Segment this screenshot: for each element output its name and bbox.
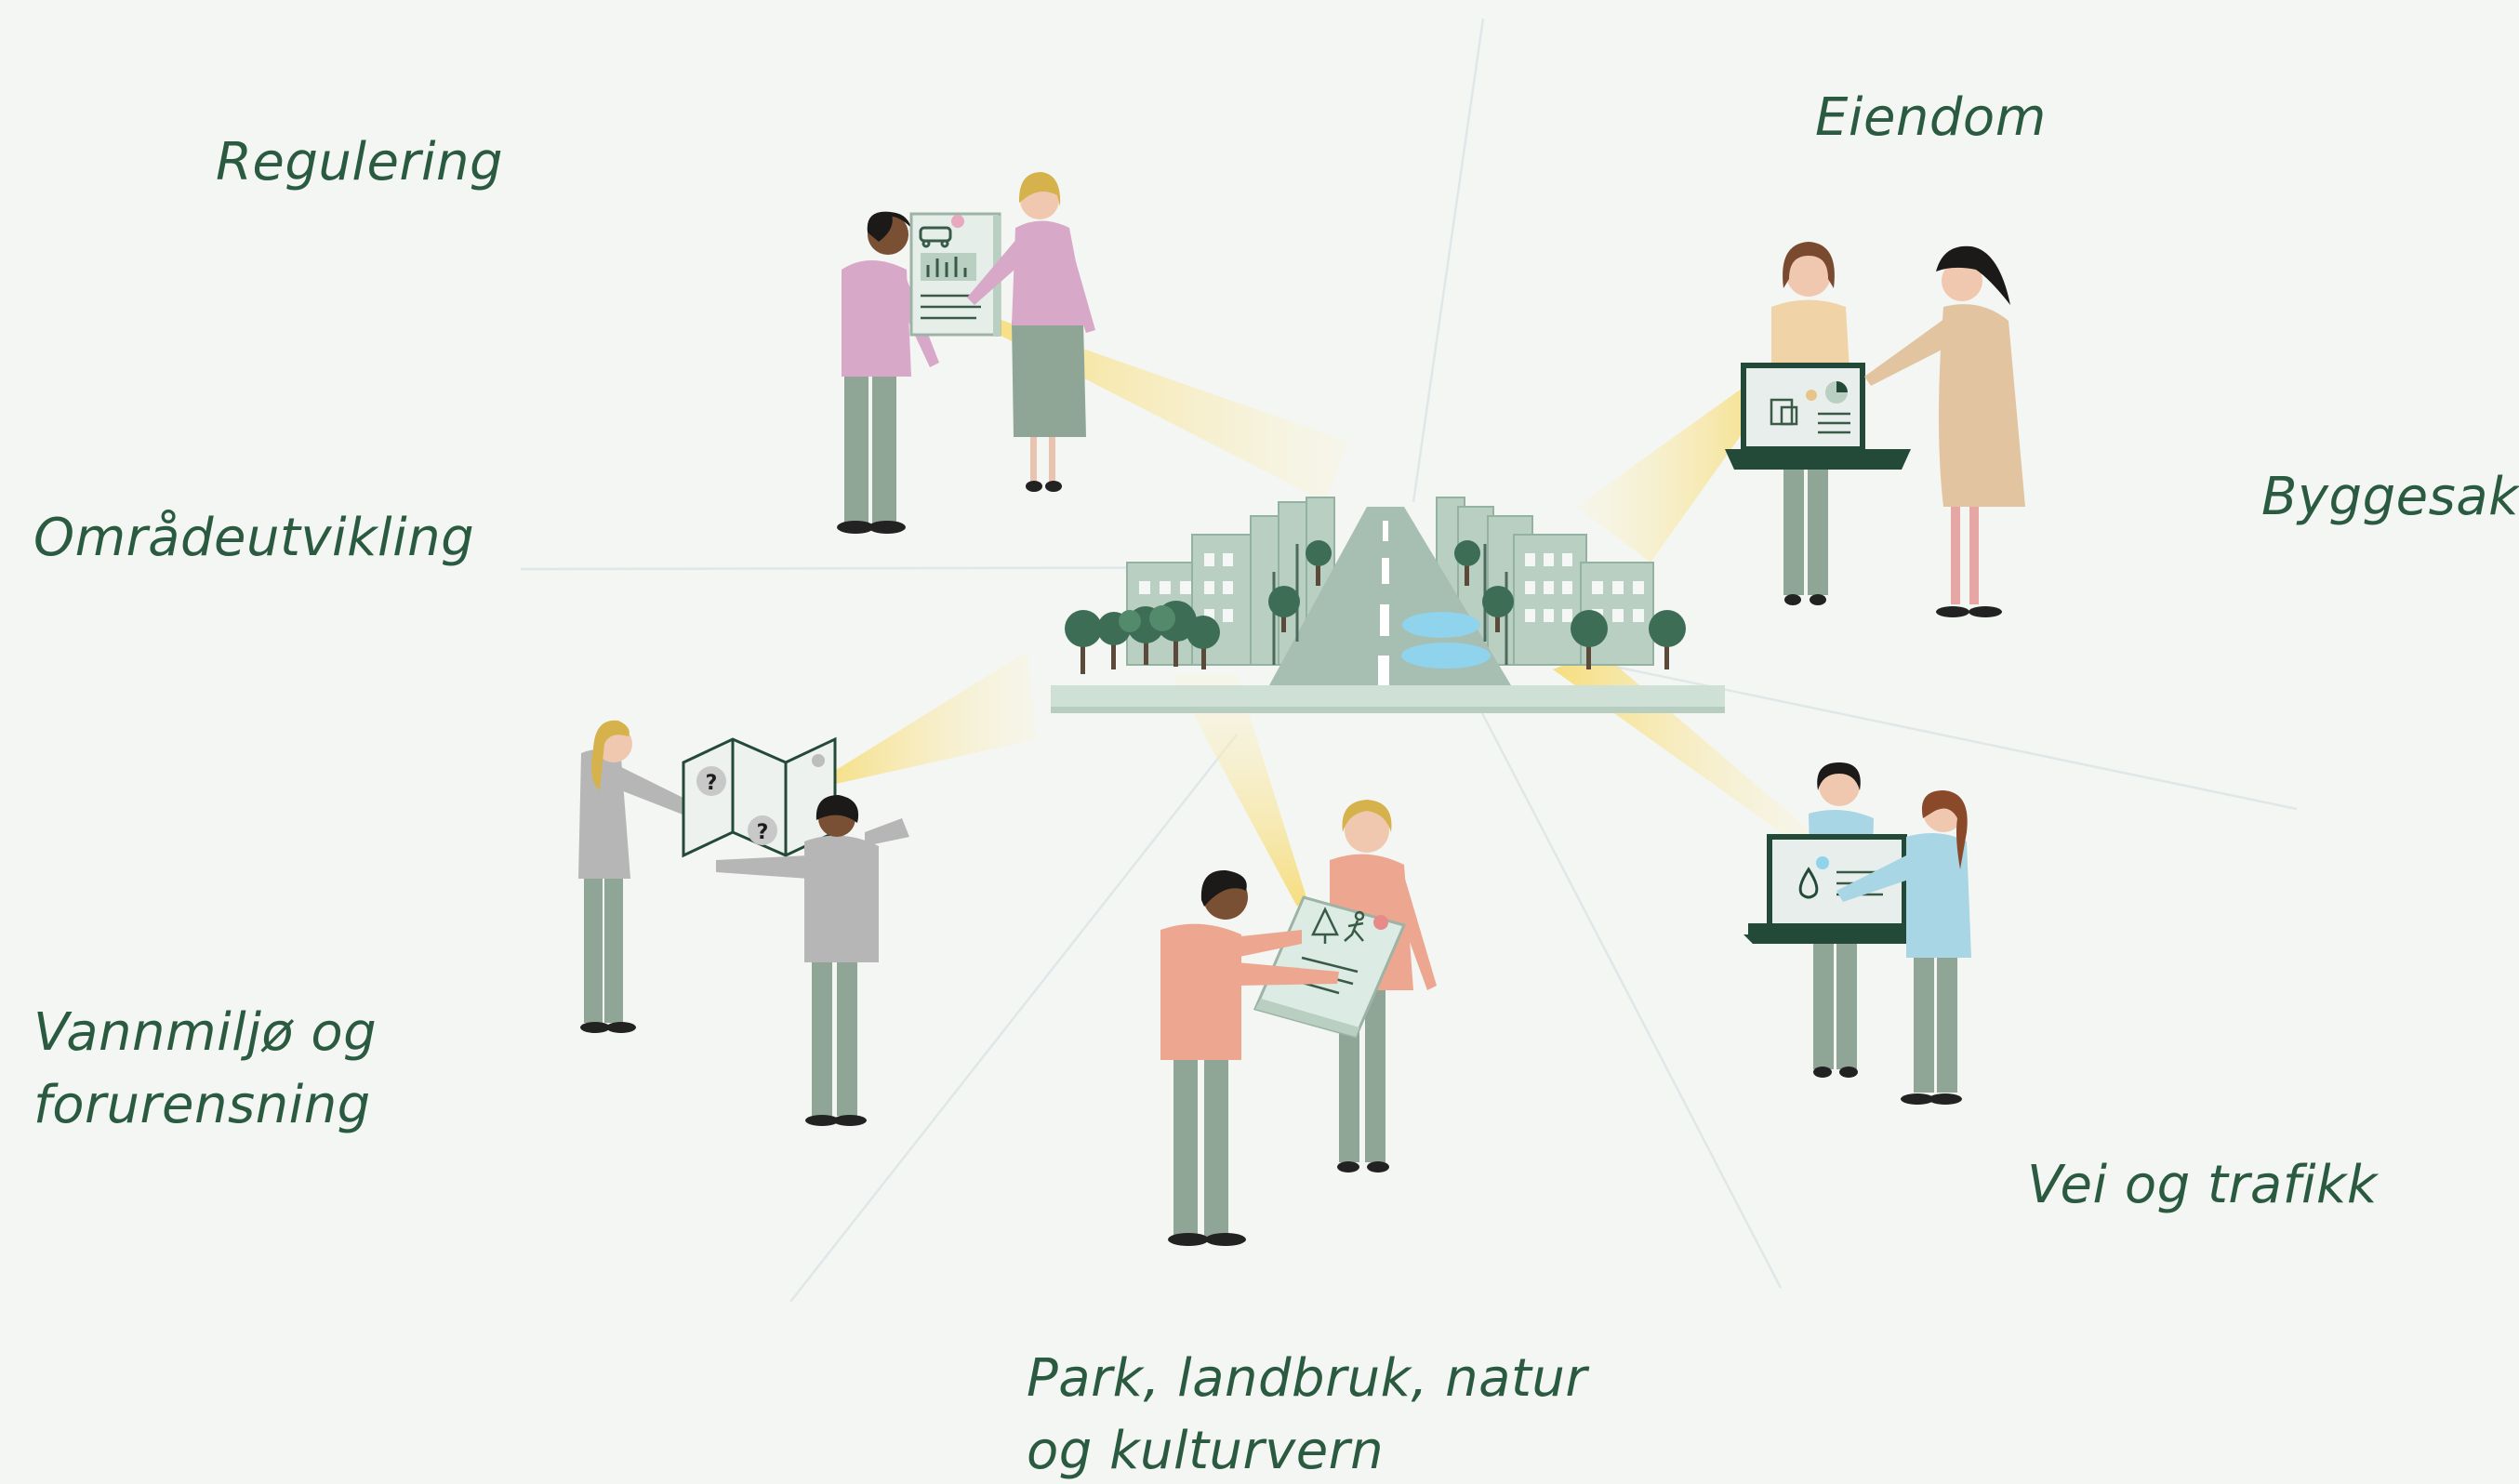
person-brown-hair-light-blue: [1836, 790, 1971, 1105]
bar-chart-icon: [921, 253, 976, 281]
label-eiendom: Eiendom: [1815, 87, 2047, 148]
label-vannmiljo-line-2: forurensning: [33, 1075, 371, 1135]
dot-marker: [951, 215, 964, 228]
group-vei-og-trafikk: [1743, 762, 1971, 1105]
dot-marker: [1806, 390, 1817, 401]
person-blonde-grey: [578, 720, 721, 1033]
city-scene: [1051, 497, 1725, 713]
beam-omradeutvikling: [818, 651, 1037, 786]
label-vei-og-trafikk: Vei og trafikk: [2027, 1155, 2378, 1215]
car-icon: [919, 226, 952, 248]
group-eiendom: [1725, 242, 2025, 617]
group-omradeutvikling: ? ?: [578, 720, 909, 1126]
road: [1269, 507, 1511, 685]
person-dark-hair-salmon: [1160, 869, 1339, 1246]
map-question-marker: ?: [706, 772, 718, 795]
group-park: [1160, 800, 1437, 1246]
label-byggesak: Byggesak: [2261, 467, 2519, 527]
laptop-icon: [1743, 834, 1929, 944]
person-blonde-pink: [967, 172, 1095, 492]
water-drop-icon: [1798, 867, 1819, 899]
label-vannmiljo-line-1: Vannmiljø og: [33, 1002, 378, 1063]
label-park-line-2: og kulturvern: [1027, 1421, 1385, 1481]
person-dark-hair-grey: [716, 795, 909, 1126]
map-icon: ? ?: [682, 736, 837, 858]
beam-eiendom: [1576, 367, 1776, 563]
beam-park: [1172, 674, 1306, 907]
label-regulering: Regulering: [216, 132, 504, 192]
laptop-icon: [1725, 363, 1911, 470]
trees: [1065, 540, 1686, 674]
building-icon: [1770, 398, 1798, 426]
runner-icon: [1344, 910, 1365, 942]
pie-chart-icon: [1825, 381, 1848, 404]
dot-marker: [1816, 856, 1829, 869]
person-dark-hair-tan-coat: [1864, 245, 2025, 617]
label-vannmiljo: Vannmiljø og forurensning: [33, 997, 377, 1142]
label-park: Park, landbruk, natur og kulturvern: [1027, 1343, 1587, 1484]
group-regulering: [837, 172, 1095, 534]
dot-marker: [1373, 915, 1388, 930]
map-question-marker: ?: [757, 821, 769, 844]
label-park-line-1: Park, landbruk, natur: [1027, 1348, 1587, 1409]
tree-icon: [1311, 907, 1339, 944]
road-markings: [1378, 521, 1389, 685]
water-pond: [1401, 612, 1491, 669]
label-omradeutvikling: Områdeutvikling: [33, 508, 475, 568]
